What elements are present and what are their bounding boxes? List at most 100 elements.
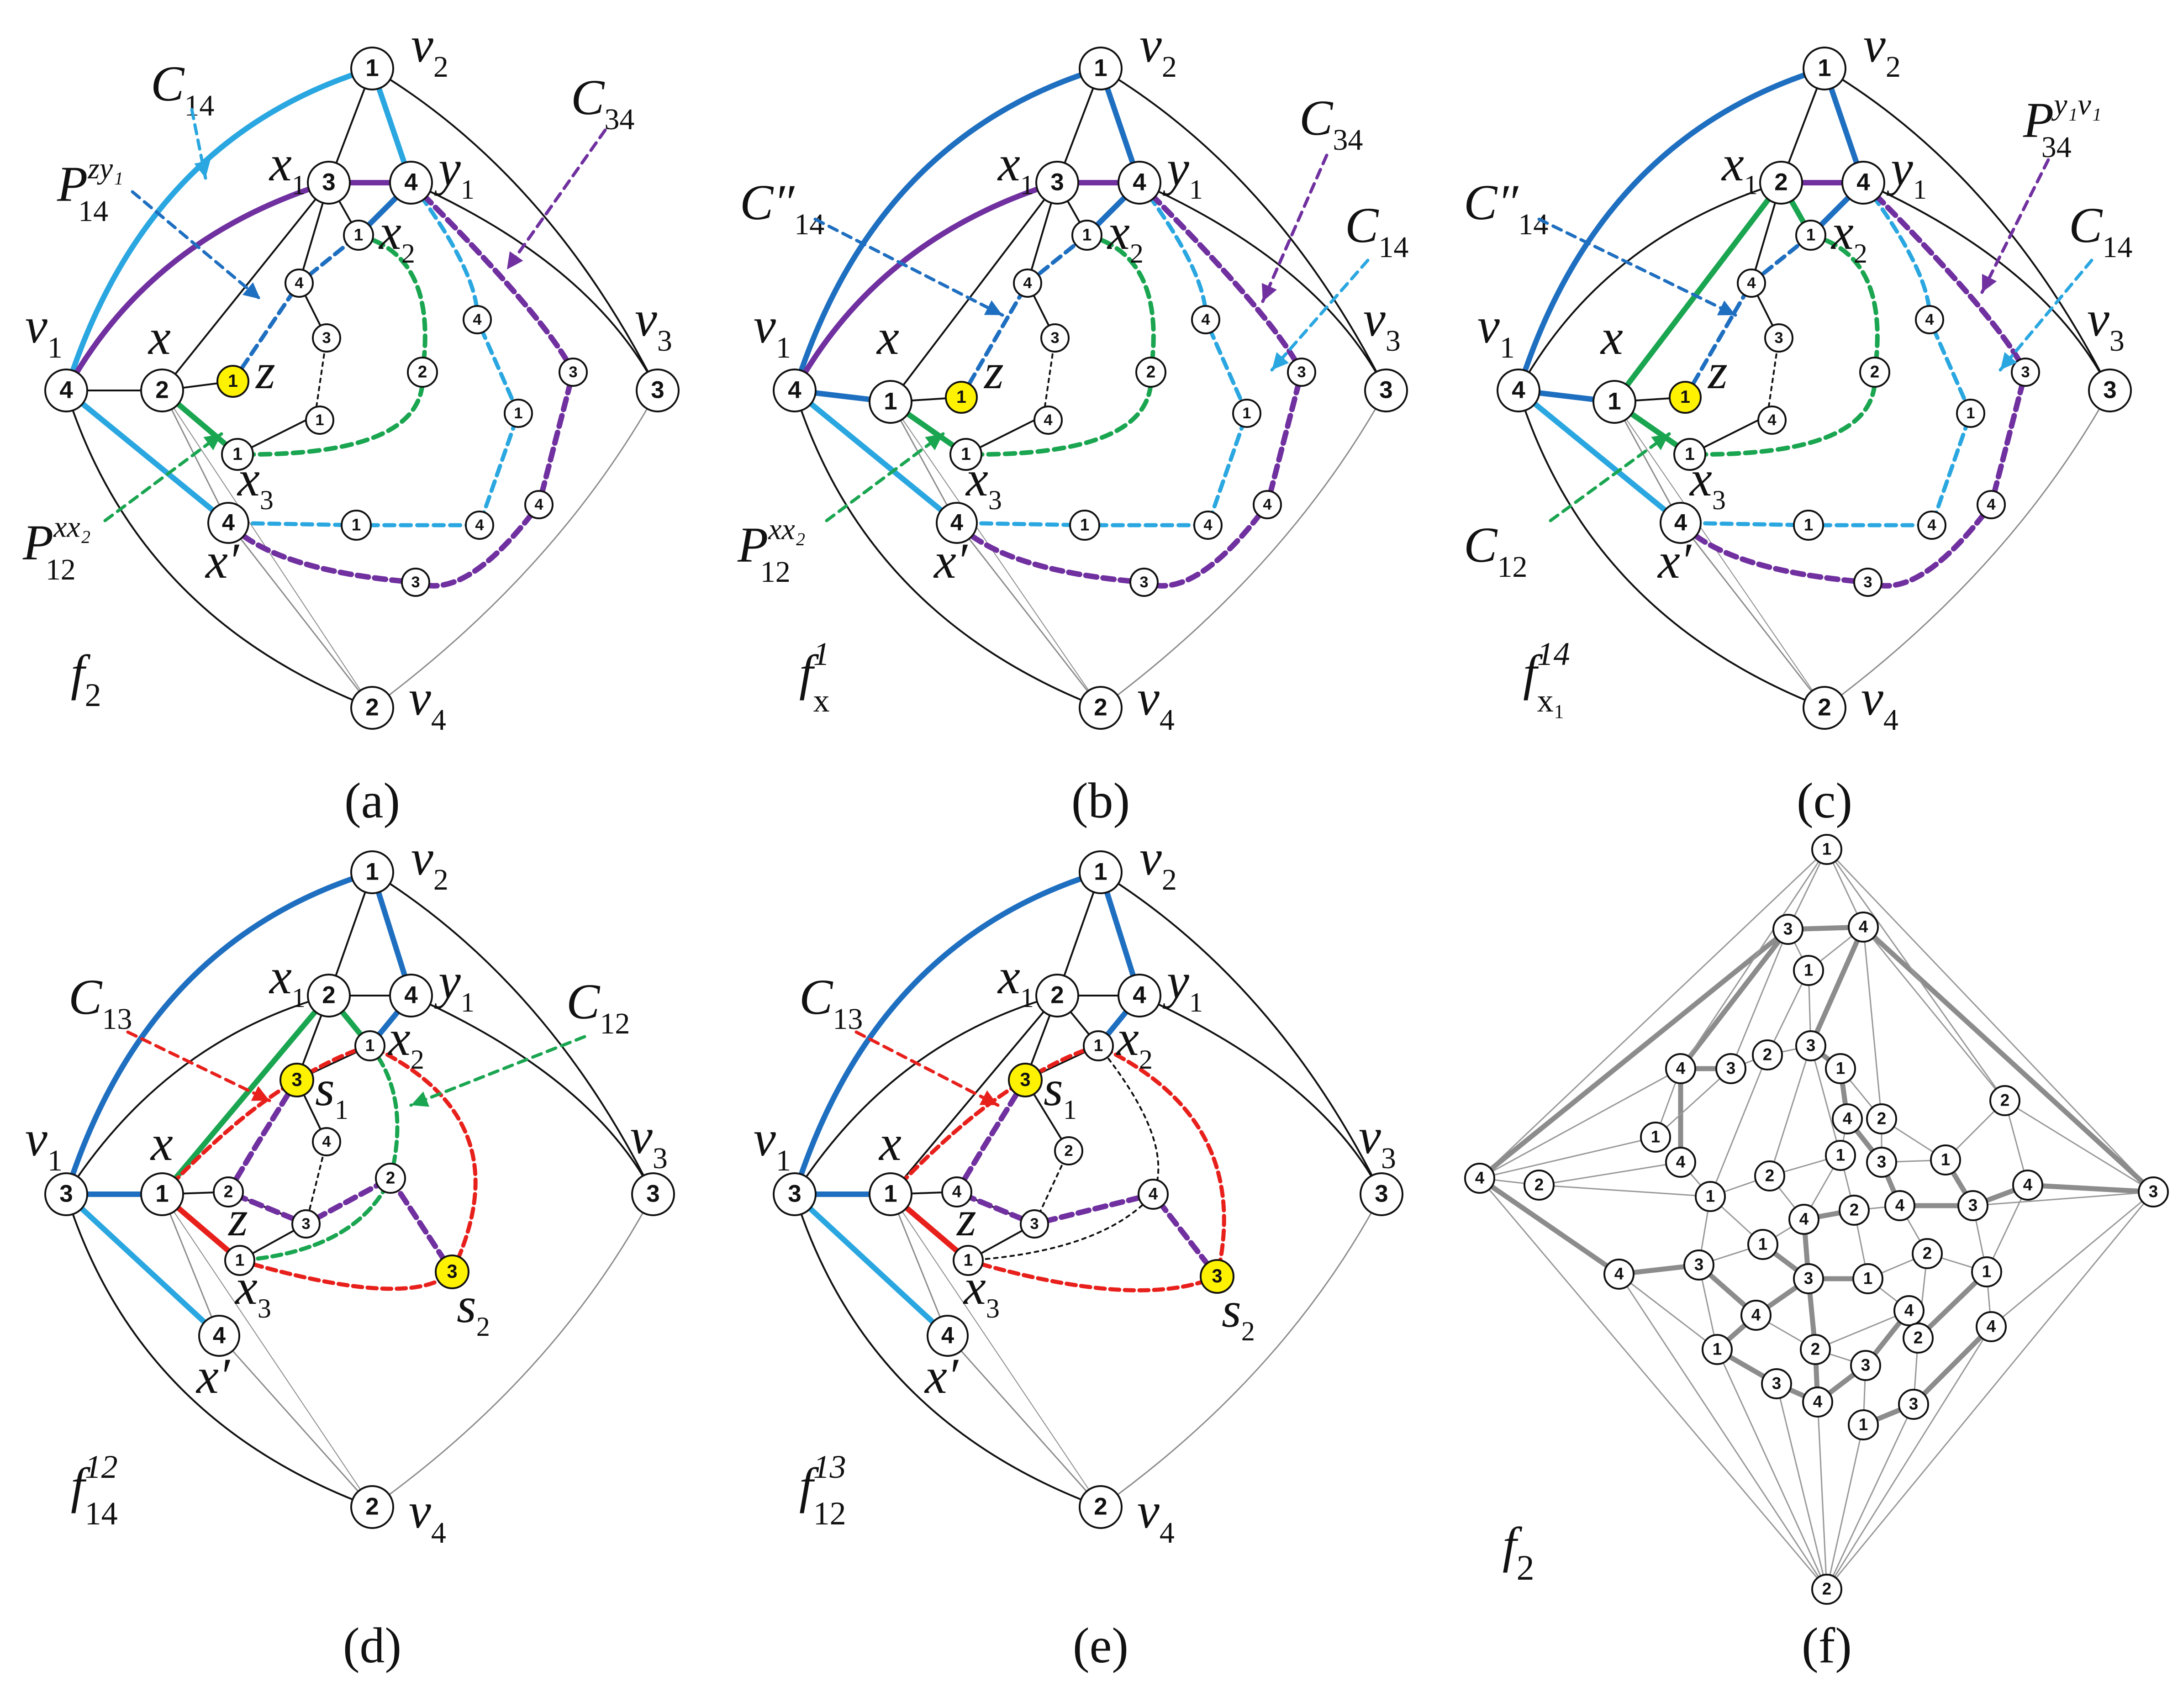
- vertex-label: 4: [1927, 517, 1936, 534]
- vertex-f: 3: [1850, 1350, 1881, 1381]
- vertex-f: 1: [1971, 1256, 2002, 1287]
- vertex-label: 3: [2149, 1182, 2158, 1201]
- label-x3: x3: [234, 1259, 271, 1323]
- vertex-f: 2: [1754, 1160, 1785, 1191]
- label-x3: x3: [237, 451, 274, 515]
- vertex-f: 3: [1683, 1249, 1714, 1281]
- vertex-circle: [341, 510, 372, 541]
- label-x: x: [150, 1115, 173, 1171]
- edge-x1-x: [890, 995, 1058, 1195]
- label-x1: x1: [997, 949, 1034, 1013]
- edge-v2-v3: [1100, 871, 1382, 1195]
- edge-xp-v4: [956, 522, 1102, 709]
- panel-caption: (c): [1797, 773, 1852, 828]
- vertex-label: 1: [365, 55, 379, 82]
- vertex-inner-right: 4: [1191, 305, 1220, 334]
- vertex-label: 3: [1861, 1356, 1870, 1375]
- vertex-inner: 4: [285, 269, 314, 298]
- vertex-circle: [636, 369, 680, 412]
- vertex-label: 2: [1146, 363, 1155, 381]
- label-s1: s1: [1044, 1060, 1077, 1125]
- vertex-f: 4: [1665, 1053, 1696, 1084]
- edge-v1-v2: [1516, 66, 1827, 393]
- vertex-label: 2: [1877, 1109, 1886, 1128]
- edge-v3-v4: [1100, 1193, 1382, 1508]
- vertex-circle: [1802, 1386, 1833, 1418]
- vertex-label: 1: [1080, 516, 1089, 534]
- annotation-c14: C14: [151, 56, 214, 122]
- edge-thick: [1808, 924, 1866, 1049]
- annotation-arrow: [190, 108, 207, 180]
- edge-inner-dotted: [1766, 337, 1780, 416]
- vertex-circle: [216, 365, 249, 398]
- label-y1: y1: [1886, 140, 1927, 205]
- edge-xp-v4: [1680, 522, 1825, 709]
- edge-x-xp: [890, 401, 958, 524]
- edge-y1-v3: [410, 182, 659, 391]
- vertex-x1: 3: [1035, 161, 1079, 205]
- vertex-circle: [2088, 369, 2132, 412]
- vertex-circle: [2012, 1170, 2043, 1201]
- edge-v1-v4: [794, 1193, 1102, 1508]
- vertex-s2: 3: [1200, 1259, 1234, 1294]
- edge-thin: [1730, 928, 1789, 1070]
- vertex-circle: [350, 686, 394, 730]
- vertex-label: 3: [447, 1261, 457, 1282]
- vertex-circle: [773, 1172, 817, 1216]
- annotation-arrow: [409, 1035, 586, 1107]
- vertex-circle: [1071, 220, 1102, 251]
- vertex-f: 4: [1788, 1204, 1819, 1235]
- vertex-label: 4: [1767, 411, 1776, 429]
- edge-v1-v2: [792, 870, 1103, 1197]
- vertex-circle: [941, 1176, 972, 1207]
- vertex-circle: [1008, 1063, 1043, 1097]
- vertex-f: 1: [1793, 955, 1824, 986]
- vertex-circle: [221, 438, 254, 471]
- vertex-label: 2: [1094, 1493, 1107, 1520]
- vertex-outer-right: 3: [1287, 358, 1316, 387]
- vertex-label: 4: [1023, 274, 1032, 292]
- vertex-circle: [2138, 1176, 2169, 1207]
- label-v2: v2: [411, 830, 448, 896]
- vertex-circle: [1079, 47, 1123, 90]
- vertex-label: 3: [1020, 1069, 1030, 1090]
- vertex-x1: 2: [1035, 974, 1079, 1017]
- vertex-label: 1: [228, 371, 238, 391]
- vertex-label: 3: [322, 169, 335, 196]
- vertex-inner: 2: [375, 1163, 406, 1194]
- vertex-z: 1: [1669, 381, 1702, 414]
- edge-v2-v3: [1824, 68, 2111, 391]
- vertex-circle: [465, 511, 494, 540]
- vertex-label: 4: [952, 1182, 962, 1201]
- vertex-label: 4: [222, 509, 235, 535]
- vertex-label: 4: [1263, 496, 1271, 513]
- vertex-label: 4: [1747, 274, 1756, 292]
- label-v3: v3: [635, 291, 672, 358]
- edge-v1-x1: [794, 995, 1058, 1195]
- arrowhead: [242, 282, 260, 299]
- vertex-label: 2: [224, 1182, 233, 1201]
- vertex-label: 3: [301, 1215, 310, 1233]
- vertex-label: 4: [59, 377, 73, 404]
- edge-thick: [1678, 927, 1791, 1071]
- vertex-x: 1: [140, 1172, 184, 1216]
- vertex-x2: 1: [1071, 220, 1102, 251]
- label-z: z: [1707, 343, 1728, 399]
- path-purple-dashed: [226, 180, 576, 589]
- vertex-circle: [1079, 850, 1123, 894]
- vertex-label: 2: [1064, 1142, 1073, 1160]
- annotation-arrow: [131, 190, 262, 301]
- vertex-circle: [1898, 1389, 1929, 1420]
- vertex-label: 2: [1774, 169, 1788, 196]
- vertex-label: 1: [1608, 388, 1621, 415]
- label-x3: x3: [1689, 451, 1726, 515]
- vertex-f: 2: [1989, 1085, 2020, 1116]
- vertex-f: 3: [1761, 1368, 1792, 1399]
- vertex-circle: [44, 1172, 88, 1216]
- vertex-circle: [1640, 1122, 1671, 1153]
- annotation-arrow: [126, 1030, 271, 1102]
- vertex-label: 1: [1941, 1150, 1950, 1169]
- annotation-c13: C13: [69, 969, 132, 1036]
- vertex-label: 4: [1676, 1059, 1686, 1078]
